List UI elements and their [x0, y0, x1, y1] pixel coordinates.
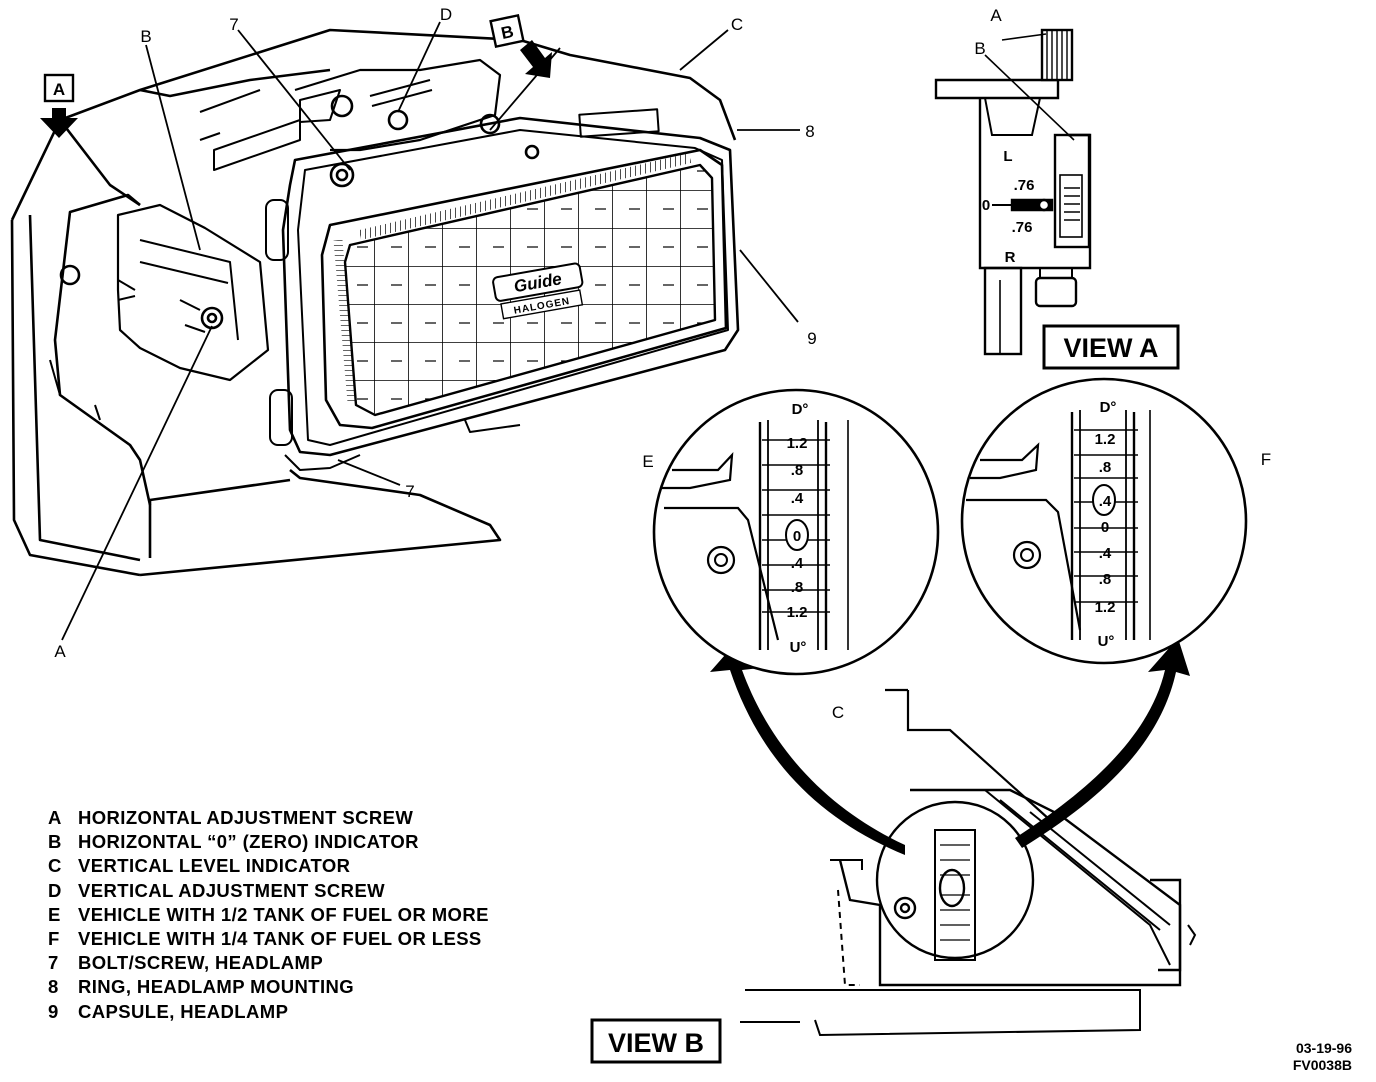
callout-b: B [140, 27, 151, 46]
detail-e-tick-6: .8 [791, 579, 804, 596]
headlamp-assembly [10, 28, 740, 577]
legend-key: 8 [48, 976, 59, 998]
detail-e-circle [652, 388, 940, 676]
figure-code: 03-19-96 FV0038B [1293, 1040, 1352, 1074]
view-b-callout-c: C [832, 703, 844, 722]
legend: A HORIZONTAL ADJUSTMENT SCREW B HORIZONTAL… [48, 806, 489, 1024]
legend-item: A HORIZONTAL ADJUSTMENT SCREW [48, 806, 489, 830]
legend-text: VERTICAL LEVEL INDICATOR [78, 855, 351, 877]
detail-e-tick-1: 1.2 [787, 435, 808, 452]
legend-key: A [48, 807, 62, 828]
detail-f-tick-3: .4 [1099, 493, 1112, 510]
detail-e-tick-5: .4 [791, 555, 804, 572]
legend-key: D [48, 879, 62, 901]
callout-7-top: 7 [229, 15, 238, 34]
legend-text: RING, HEADLAMP MOUNTING [78, 976, 355, 998]
view-a-title-box: VIEW A [1042, 324, 1180, 370]
legend-text: VEHICLE WITH 1/4 TANK OF FUEL OR LESS [78, 928, 482, 950]
detail-e-tick-3: .4 [791, 490, 804, 507]
legend-key: F [48, 928, 60, 950]
detail-f-tick-7: 1.2 [1095, 599, 1116, 616]
detail-f-tick-1: 1.2 [1095, 431, 1116, 448]
callout-8: 8 [805, 122, 814, 141]
legend-key: E [48, 903, 61, 925]
callout-f: F [1261, 450, 1271, 469]
detail-f-tick-5: .4 [1099, 545, 1112, 562]
callout-e: E [642, 452, 653, 471]
badge-b-label: B [499, 22, 515, 43]
view-a-mark-zero: 0 [982, 197, 990, 214]
legend-item: D VERTICAL ADJUSTMENT SCREW [48, 879, 489, 903]
detail-f-circle [960, 377, 1248, 665]
legend-key: B [48, 831, 62, 853]
callout-7-bottom: 7 [405, 482, 414, 501]
legend-item: E VEHICLE WITH 1/2 TANK OF FUEL OR MORE [48, 903, 489, 927]
detail-f-tick-6: .8 [1099, 571, 1112, 588]
view-a-mark-r: R [1005, 249, 1016, 266]
callout-c: C [731, 15, 743, 34]
view-b-title: VIEW B [608, 1028, 704, 1058]
view-a-detail [934, 28, 1092, 356]
legend-text: VEHICLE WITH 1/2 TANK OF FUEL OR MORE [78, 903, 489, 925]
arrow-to-detail-f [1015, 638, 1190, 848]
detail-f-bottom-label: U° [1098, 633, 1115, 650]
view-a-mark-top: .76 [1014, 177, 1035, 194]
figure-id: FV0038B [1292, 1057, 1352, 1073]
callout-d: D [440, 5, 452, 24]
headlamp-brand: Guide HALOGEN [492, 262, 584, 320]
view-a-callout-b: B [974, 39, 985, 58]
view-b-detail [740, 688, 1197, 1037]
detail-e-bottom-label: U° [790, 639, 807, 656]
arrow-to-detail-e [710, 638, 905, 855]
view-a-title: VIEW A [1063, 333, 1158, 363]
detail-e-tick-7: 1.2 [787, 604, 808, 621]
callout-a: A [54, 642, 66, 661]
legend-key: 7 [48, 952, 59, 974]
view-b-title-box: VIEW B [590, 1018, 722, 1064]
legend-text: VERTICAL ADJUSTMENT SCREW [78, 879, 386, 901]
view-a-direction-arrow: A [40, 73, 78, 138]
legend-item: F VEHICLE WITH 1/4 TANK OF FUEL OR LESS [48, 927, 489, 951]
detail-e-tick-2: .8 [791, 462, 804, 479]
legend-item: 8 RING, HEADLAMP MOUNTING [48, 975, 489, 999]
detail-e-top-label: D° [792, 401, 809, 418]
legend-text: HORIZONTAL ADJUSTMENT SCREW [78, 807, 414, 828]
detail-e-tick-zero: 0 [793, 528, 801, 545]
legend-item: B HORIZONTAL “0” (ZERO) INDICATOR [48, 830, 489, 854]
legend-text: HORIZONTAL “0” (ZERO) INDICATOR [78, 831, 419, 853]
badge-a-label: A [53, 80, 65, 99]
callout-9: 9 [807, 329, 816, 348]
view-a-callout-a: A [990, 6, 1002, 25]
detail-f-tick-2: .8 [1099, 459, 1112, 476]
legend-key: C [48, 855, 62, 877]
detail-f-top-label: D° [1100, 399, 1117, 416]
view-a-mark-bottom: .76 [1012, 219, 1033, 236]
legend-item: C VERTICAL LEVEL INDICATOR [48, 854, 489, 878]
detail-f-tick-zero: 0 [1101, 519, 1109, 536]
view-a-mark-l: L [1003, 148, 1012, 165]
view-b-direction-arrow: B [489, 13, 552, 78]
figure-date: 03-19-96 [1295, 1040, 1352, 1056]
legend-text: BOLT/SCREW, HEADLAMP [78, 952, 324, 974]
legend-item: 9 CAPSULE, HEADLAMP [48, 1000, 489, 1024]
legend-item: 7 BOLT/SCREW, HEADLAMP [48, 951, 489, 975]
legend-key: 9 [48, 1000, 59, 1022]
legend-text: CAPSULE, HEADLAMP [78, 1000, 289, 1022]
